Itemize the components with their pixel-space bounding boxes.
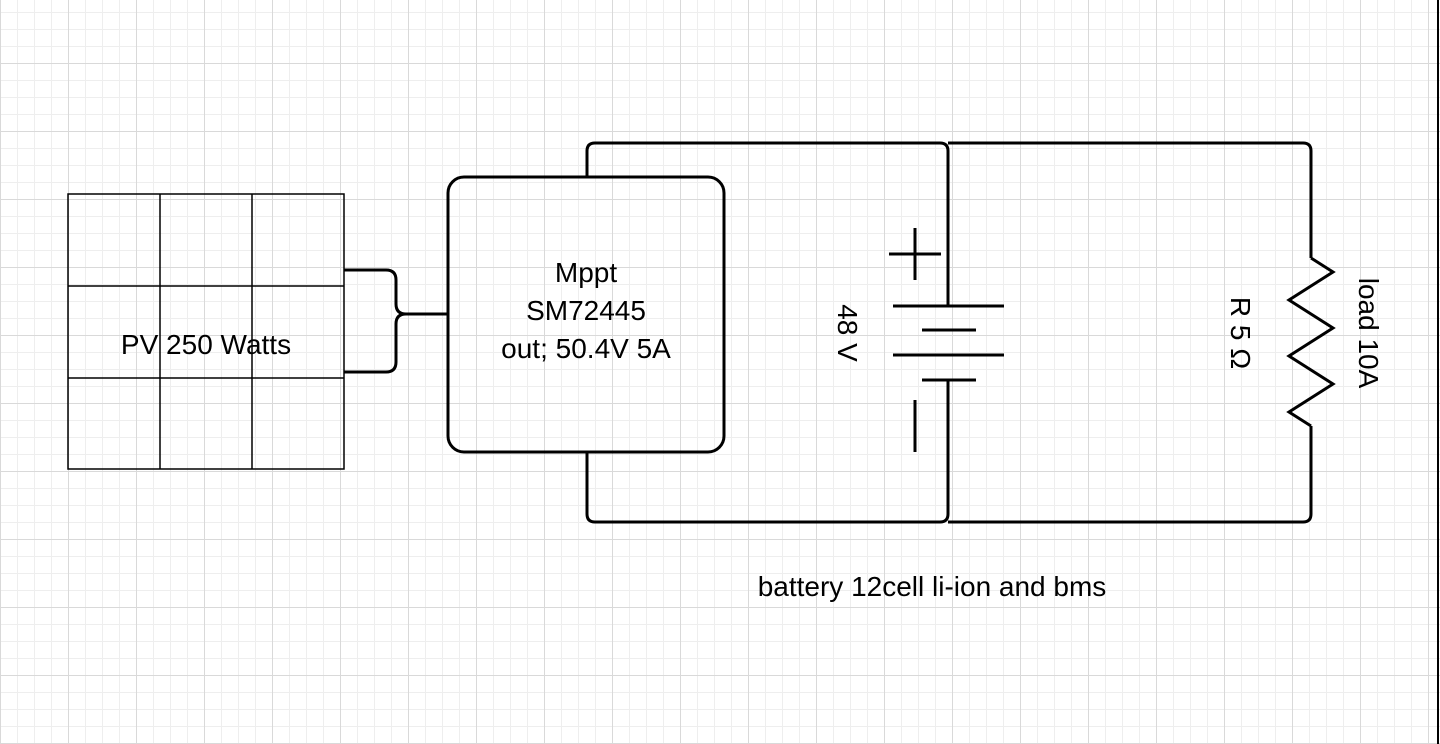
pv-panel[interactable]: PV 250 Watts <box>67 193 345 470</box>
mppt-to-battery-positive-wire[interactable] <box>585 141 950 306</box>
pv-panel-label: PV 250 Watts <box>121 329 291 360</box>
battery-to-load-negative-wire[interactable] <box>948 426 1313 524</box>
load-current-label: load 10A <box>1353 278 1384 389</box>
battery-to-load-positive-wire[interactable] <box>948 141 1313 258</box>
pv-output-wire-positive[interactable] <box>344 268 448 316</box>
battery-symbol[interactable]: 48 V <box>832 228 1004 452</box>
resistor-zigzag <box>1286 256 1336 428</box>
canvas-right-border <box>1437 0 1439 744</box>
battery-caption: battery 12cell li-ion and bms <box>758 571 1107 602</box>
resistor-value-label: R 5 Ω <box>1225 297 1256 369</box>
mppt-model: SM72445 <box>526 295 646 326</box>
pv-output-wire-negative[interactable] <box>344 312 407 374</box>
resistor-symbol[interactable]: R 5 Ω load 10A <box>1225 256 1384 428</box>
mppt-controller[interactable]: Mppt SM72445 out; 50.4V 5A <box>446 175 726 454</box>
battery-voltage-label: 48 V <box>832 304 863 362</box>
mppt-to-battery-negative-wire[interactable] <box>585 380 950 524</box>
mppt-output-spec: out; 50.4V 5A <box>501 333 671 364</box>
pv-panel-frame <box>67 193 345 470</box>
mppt-title: Mppt <box>555 257 617 288</box>
